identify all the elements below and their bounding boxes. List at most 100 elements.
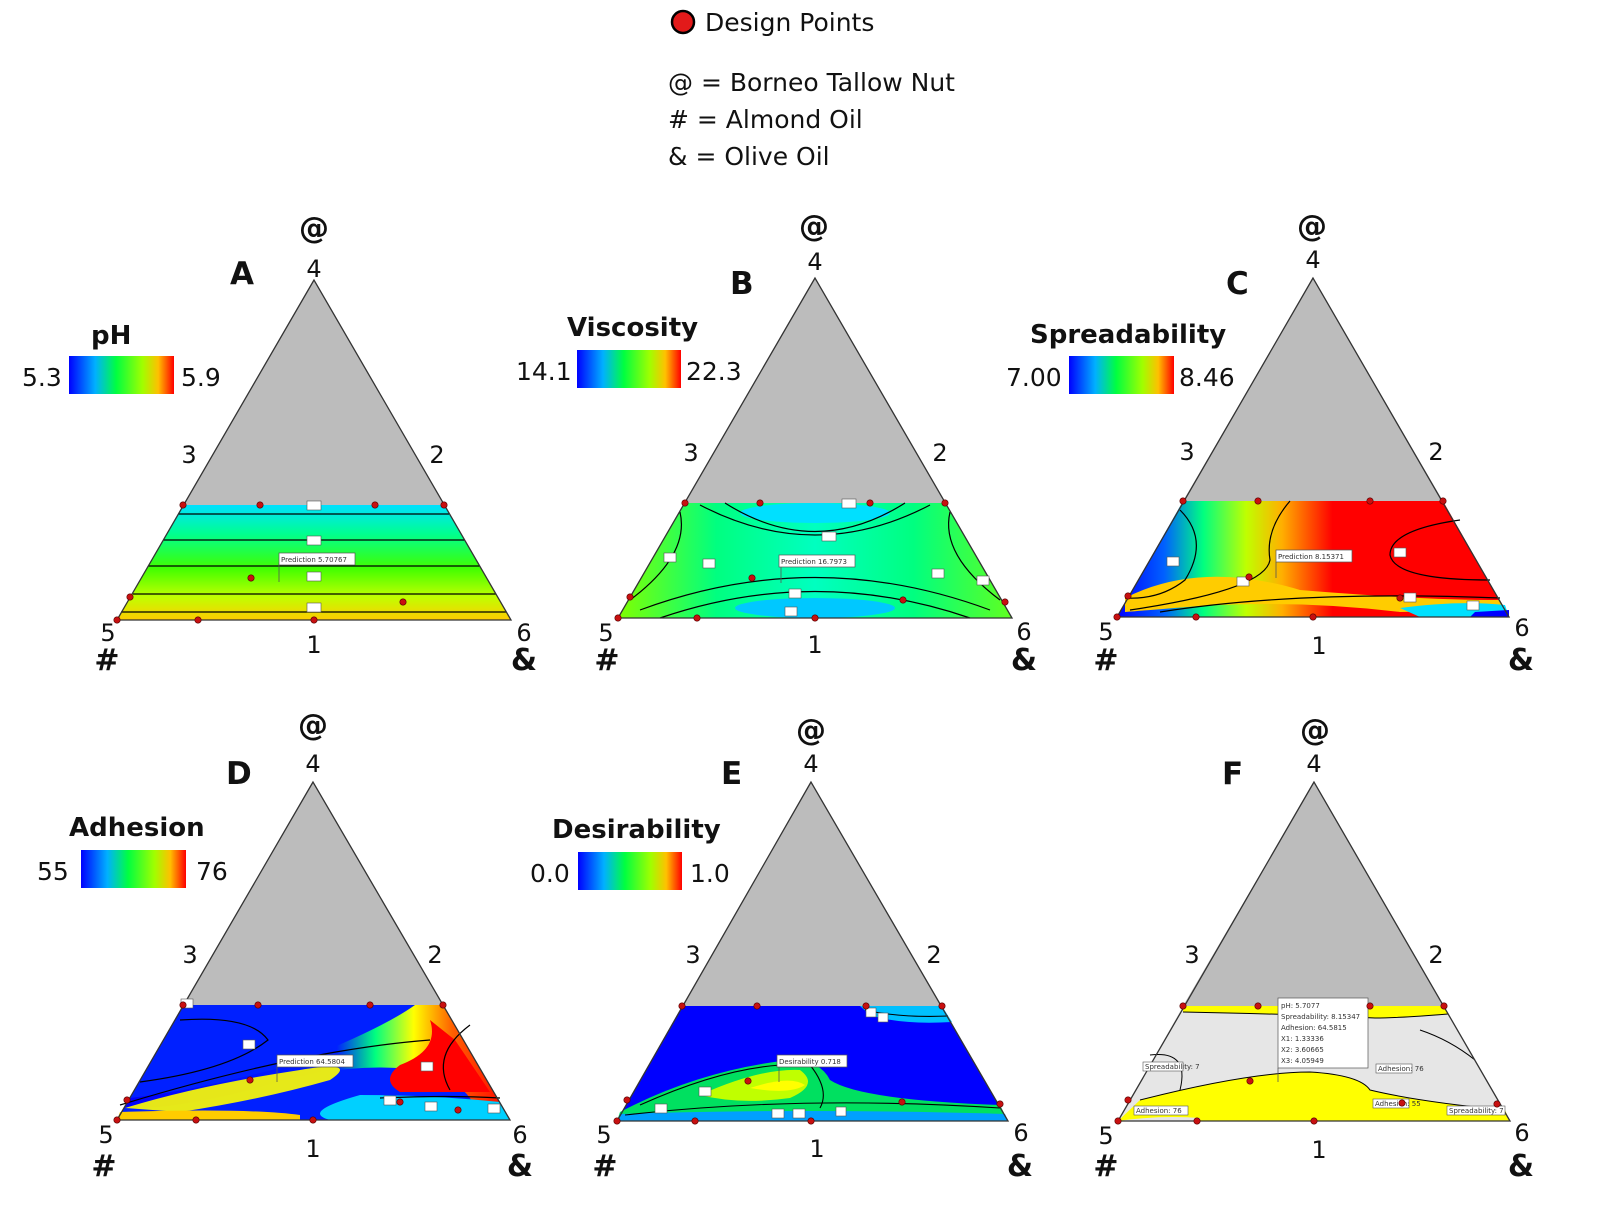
key-line-almond: # = Almond Oil: [668, 105, 863, 134]
key-line-tallow: @ = Borneo Tallow Nut: [668, 68, 955, 97]
vertex-number-right: 6: [1013, 1119, 1028, 1147]
panel-letter: F: [1222, 756, 1243, 792]
contour-tags: [663, 498, 990, 617]
colorbar-min: 0.0: [530, 859, 570, 888]
colorbar-title: Adhesion: [69, 813, 205, 843]
panel-f: F Spreadability: 7 Adhesion: 76 Adhesion…: [1093, 713, 1534, 1184]
vertex-symbol-right: &: [1011, 643, 1037, 678]
contour-tags: [180, 998, 501, 1114]
svg-text:Spreadability: 7: Spreadability: 7: [1449, 1107, 1504, 1115]
edge-number-right: 2: [1428, 438, 1443, 466]
svg-text:Desirability 0.718: Desirability 0.718: [779, 1058, 841, 1066]
design-points: [113, 1001, 462, 1124]
svg-text:Spreadability: 7: Spreadability: 7: [1145, 1063, 1200, 1071]
prediction-flag: Prediction 16.7973: [778, 554, 856, 583]
contour-tags: [306, 500, 322, 613]
vertex-number-right: 6: [1016, 618, 1031, 646]
vertex-number-top: 4: [306, 255, 321, 283]
panel-b: B Viscosity 14.1 22.3: [516, 209, 1037, 678]
vertex-number-right: 6: [516, 619, 531, 647]
vertex-number-top: 4: [305, 750, 320, 778]
svg-text:Prediction 5.70767: Prediction 5.70767: [281, 556, 347, 564]
colorbar: [81, 850, 186, 888]
svg-text:Adhesion: 76: Adhesion: 76: [1378, 1065, 1424, 1073]
design-points-label: Design Points: [705, 8, 874, 37]
surface-patch: [1470, 610, 1509, 617]
vertex-symbol-right: &: [511, 643, 537, 678]
excluded-region: [1183, 782, 1444, 1006]
contour-lines: [1124, 500, 1501, 613]
design-points: [113, 501, 448, 624]
contour-tags: [1166, 547, 1480, 611]
svg-text:X3: 4.05949: X3: 4.05949: [1281, 1057, 1324, 1065]
edge-number-bottom: 1: [305, 1135, 320, 1163]
panel-letter: B: [730, 266, 754, 302]
colorbar-max: 8.46: [1179, 363, 1235, 392]
edge-number-right: 2: [932, 439, 947, 467]
surface-patch: [390, 1020, 490, 1092]
edge-number-left: 3: [182, 941, 197, 969]
vertex-symbol-top: @: [799, 209, 829, 244]
vertex-number-right: 6: [512, 1121, 527, 1149]
edge-number-left: 3: [683, 439, 698, 467]
optimum-info-box: pH: 5.7077 Spreadability: 8.15347 Adhesi…: [1277, 997, 1369, 1082]
svg-text:Spreadability: 8.15347: Spreadability: 8.15347: [1281, 1013, 1360, 1021]
surface-patch: [740, 503, 890, 523]
svg-text:X1: 1.33336: X1: 1.33336: [1281, 1035, 1324, 1043]
vertex-number-left: 5: [596, 1121, 611, 1149]
design-point-marker-icon: [670, 9, 696, 35]
panel-letter: E: [721, 756, 742, 792]
colorbar-title: Viscosity: [567, 313, 698, 343]
surface-patch: [617, 1111, 1008, 1121]
svg-text:X2: 3.60665: X2: 3.60665: [1281, 1046, 1324, 1054]
key-line-olive: & = Olive Oil: [668, 142, 830, 171]
panel-letter: C: [1226, 266, 1249, 302]
svg-text:pH: 5.7077: pH: 5.7077: [1281, 1002, 1320, 1010]
svg-text:Adhesion: 64.5815: Adhesion: 64.5815: [1281, 1024, 1347, 1032]
surface-patch: [117, 1110, 300, 1120]
vertex-number-top: 4: [803, 750, 818, 778]
vertex-symbol-top: @: [298, 708, 328, 743]
svg-text:Prediction 8.15371: Prediction 8.15371: [1278, 553, 1344, 561]
panel-e: E Desirability 0.0 1.0 Desi: [530, 713, 1033, 1184]
edge-number-bottom: 1: [807, 631, 822, 659]
prediction-flag: Desirability 0.718: [776, 1054, 848, 1082]
vertex-symbol-left: #: [91, 1149, 116, 1184]
contour-tags: [654, 1007, 889, 1119]
panel-letter: D: [226, 756, 252, 792]
colorbar-max: 22.3: [686, 357, 742, 386]
edge-number-right: 2: [427, 941, 442, 969]
edge-number-left: 3: [685, 941, 700, 969]
panel-a: A pH 5.3 5.9 Prediction 5.70767: [22, 211, 537, 678]
design-points: [614, 499, 1009, 622]
svg-text:Prediction 16.7973: Prediction 16.7973: [781, 558, 847, 566]
colorbar-min: 55: [37, 857, 69, 886]
colorbar-title: pH: [91, 321, 131, 351]
vertex-number-right: 6: [1514, 614, 1529, 642]
vertex-symbol-left: #: [1093, 643, 1118, 678]
surface-patch: [1125, 576, 1505, 612]
colorbar-max: 1.0: [690, 859, 730, 888]
contour-lines: [629, 502, 1001, 619]
design-points: [1114, 1002, 1501, 1125]
vertex-symbol-left: #: [94, 643, 119, 678]
colorbar: [1069, 356, 1174, 394]
vertex-number-top: 4: [1305, 246, 1320, 274]
colorbar: [577, 350, 681, 388]
vertex-number-left: 5: [100, 619, 115, 647]
vertex-symbol-left: #: [1093, 1149, 1118, 1184]
edge-number-bottom: 1: [1311, 1136, 1326, 1164]
colorbar-title: Desirability: [552, 815, 721, 845]
surface-patch: [125, 1066, 340, 1112]
panel-d: D Adhesion 55 76 Prediction: [37, 708, 533, 1184]
edge-number-right: 2: [926, 941, 941, 969]
colorbar: [69, 356, 174, 394]
design-points: [1113, 497, 1447, 621]
excluded-region: [685, 278, 945, 503]
prediction-flag: Prediction 64.5804: [276, 1054, 354, 1082]
overlay-tags: Spreadability: 7 Adhesion: 76 Adhesion: …: [1133, 1061, 1506, 1116]
edge-number-bottom: 1: [1311, 632, 1326, 660]
vertex-symbol-right: &: [1508, 1149, 1534, 1184]
overlay-patch: [1118, 1117, 1200, 1121]
